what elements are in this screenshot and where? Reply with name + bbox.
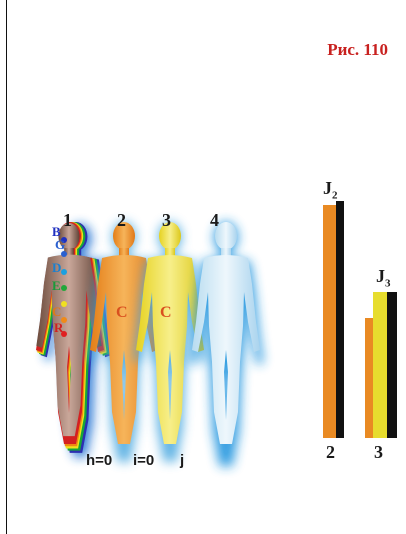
bar-3-black: [387, 292, 397, 438]
chakra-letter-c: C: [52, 304, 62, 319]
bar-3-top-label: J3: [376, 266, 391, 290]
bar-2-top-sub: 2: [332, 189, 338, 202]
label-j: j: [180, 452, 185, 469]
figure-3-inner-letter: C: [160, 304, 172, 321]
bar-2-top-main: J: [323, 178, 332, 198]
figure-number-4: 4: [210, 210, 219, 230]
bar-2-orange: [323, 205, 336, 438]
figure-number-1: 1: [63, 210, 72, 230]
figure-1-aura: [36, 222, 116, 458]
bar-group-2-label: 2: [326, 442, 335, 462]
page-border-line: [6, 0, 7, 534]
chakra-letter-b: B: [52, 224, 61, 239]
figure-2-inner-letter: C: [116, 304, 128, 321]
bar-3-orange: [365, 318, 373, 438]
bar-2-top-label: J2: [323, 178, 338, 202]
bar-3-yellow: [373, 292, 387, 438]
label-h: h=0: [86, 452, 113, 469]
chakra-letter-g: G: [55, 237, 66, 252]
figure-number-2: 2: [117, 210, 126, 230]
chakra-letter-d: D: [52, 260, 62, 275]
chakra-letter-e: E: [52, 278, 61, 293]
bar-2-black: [336, 201, 344, 438]
bar-3-top-main: J: [376, 266, 385, 286]
bar-group-3-label: 3: [374, 442, 383, 462]
label-i: i=0: [133, 452, 155, 469]
chakra-letter-r: R: [54, 320, 64, 335]
figure-number-3: 3: [162, 210, 171, 230]
figure-caption: Рис. 110: [327, 40, 388, 59]
bar-3-top-sub: 3: [385, 277, 391, 290]
